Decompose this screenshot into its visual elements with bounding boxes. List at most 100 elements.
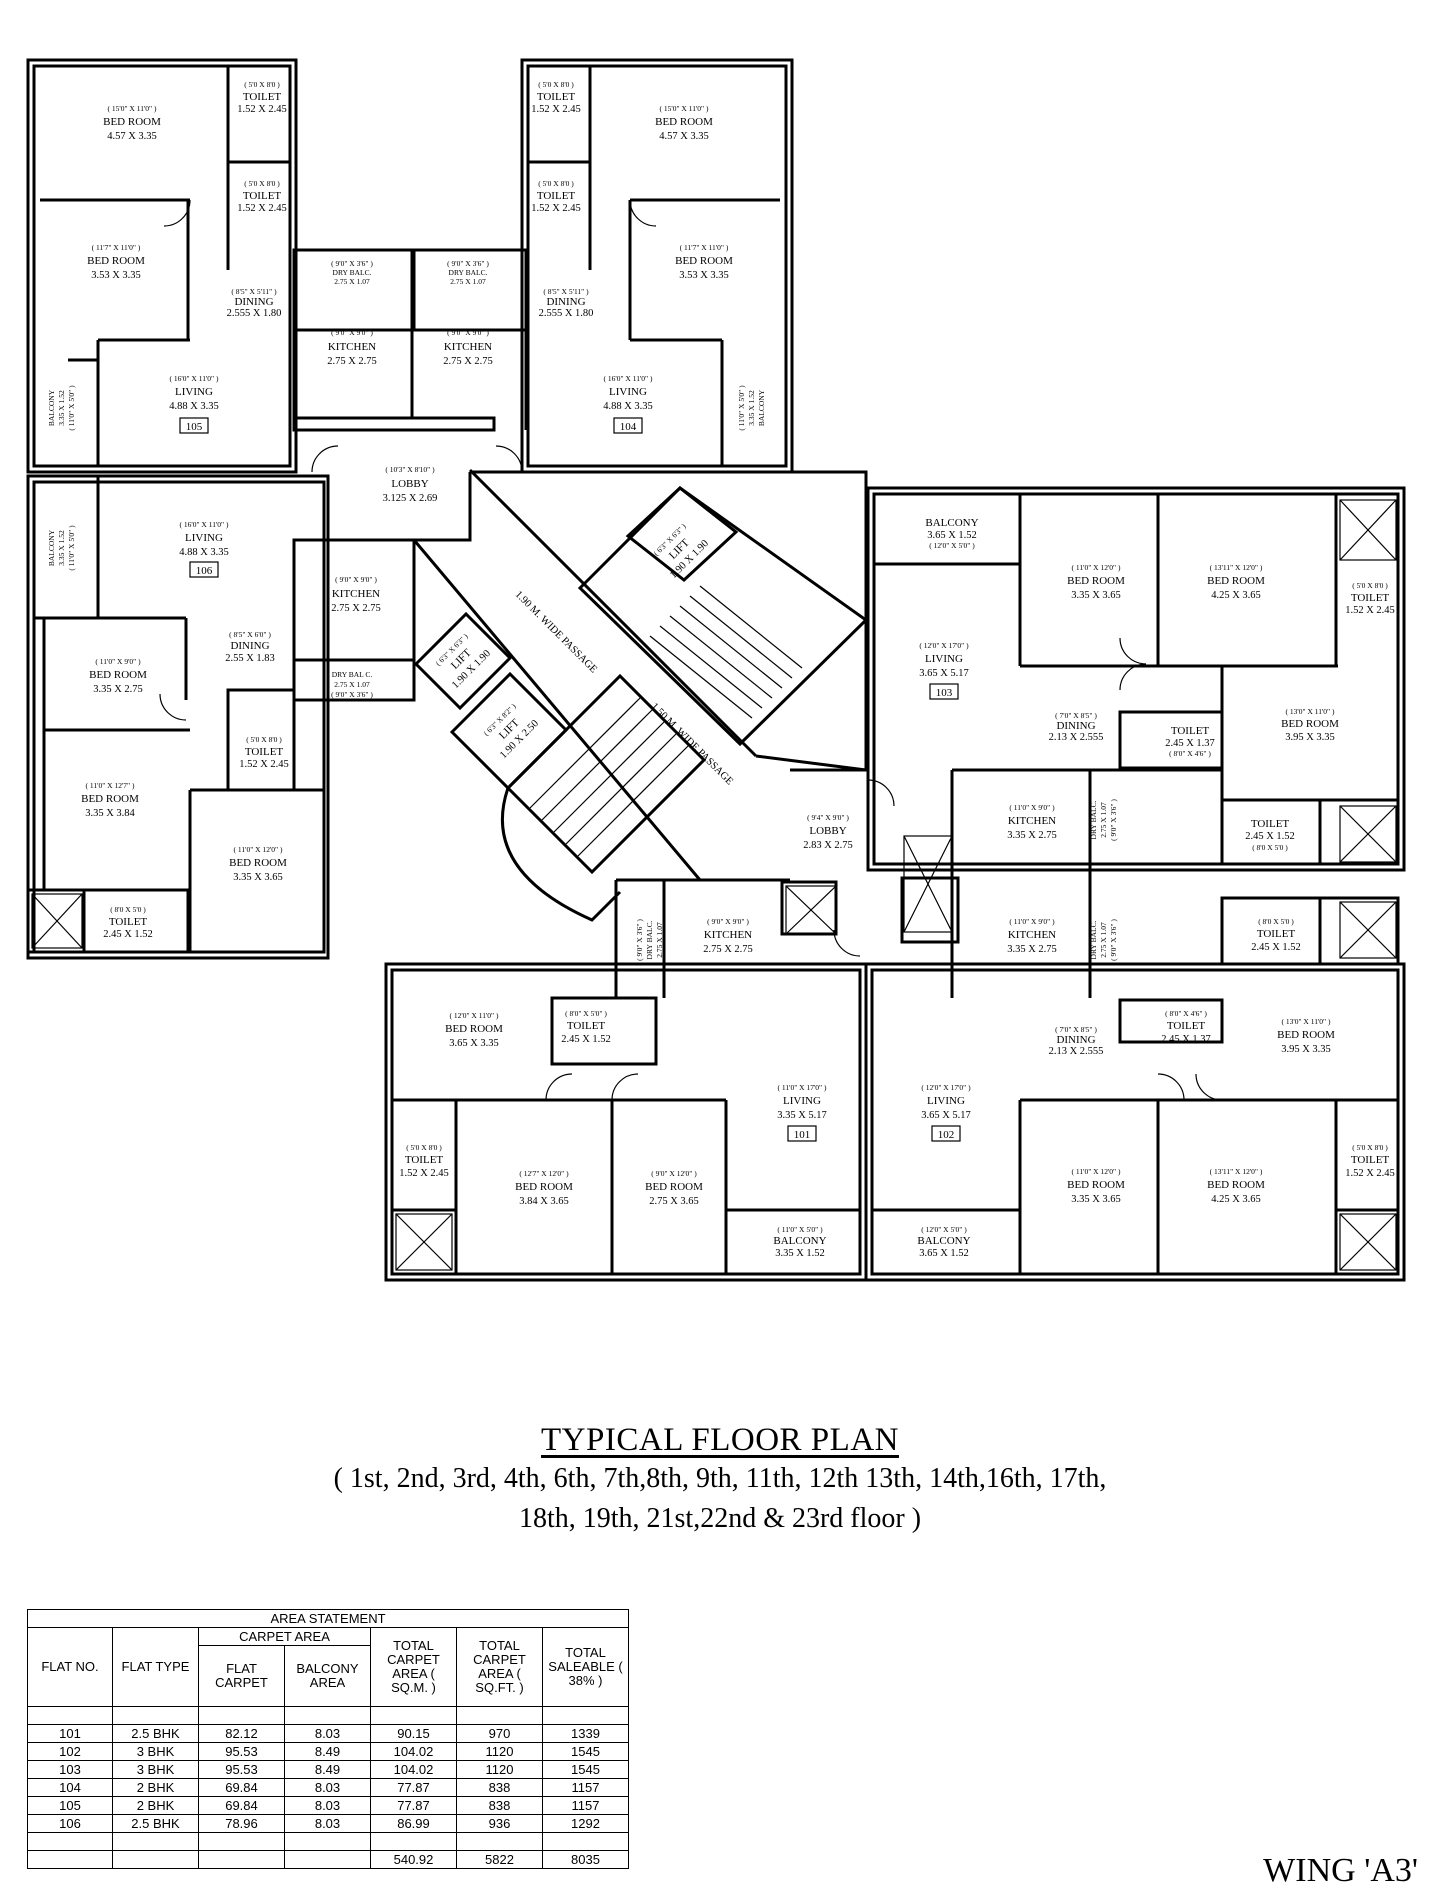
svg-text:3.35 X 3.65: 3.35 X 3.65 [233, 872, 283, 883]
svg-text:( 8'0 X 5'0 ): ( 8'0 X 5'0 ) [1258, 917, 1294, 926]
svg-text:DINING: DINING [1056, 720, 1095, 732]
svg-text:TOILET: TOILET [243, 91, 282, 103]
svg-text:106: 106 [196, 565, 213, 577]
room-label: ( 9'0" X 3'6" )DRY BALC.2.75 X 1.07 [331, 259, 373, 286]
svg-text:3.95 X 3.35: 3.95 X 3.35 [1281, 1044, 1331, 1055]
svg-text:1.52 X 2.45: 1.52 X 2.45 [399, 1168, 449, 1179]
svg-text:BED ROOM: BED ROOM [89, 669, 147, 681]
svg-text:DINING: DINING [1056, 1034, 1095, 1046]
area-statement-title: AREA STATEMENT [27, 1609, 629, 1628]
svg-text:2.75 X 2.75: 2.75 X 2.75 [331, 603, 381, 614]
walls-flat-106 [26, 474, 416, 960]
svg-text:BALCONY: BALCONY [925, 517, 978, 529]
svg-text:( 5'0 X 8'0 ): ( 5'0 X 8'0 ) [538, 179, 574, 188]
svg-text:( 15'0" X 11'0" ): ( 15'0" X 11'0" ) [108, 104, 157, 113]
svg-text:3.65 X 1.52: 3.65 X 1.52 [927, 530, 977, 541]
svg-text:BED ROOM: BED ROOM [655, 116, 713, 128]
svg-text:DRY BALC.: DRY BALC. [449, 268, 488, 277]
walls-flat-102 [864, 876, 1406, 1282]
floors-line-1: ( 1st, 2nd, 3rd, 4th, 6th, 7th,8th, 9th,… [333, 1463, 1107, 1494]
svg-text:3.125 X 2.69: 3.125 X 2.69 [383, 493, 438, 504]
svg-text:2.75 X 1.07: 2.75 X 1.07 [1099, 922, 1108, 958]
svg-text:BED ROOM: BED ROOM [229, 857, 287, 869]
header-total-carpet-sqm: TOTAL CARPET AREA ( SQ.M. ) [370, 1627, 457, 1707]
header-carpet-area: CARPET AREA [198, 1626, 371, 1647]
svg-text:( 5'0 X 8'0 ): ( 5'0 X 8'0 ) [246, 735, 282, 744]
svg-text:LIVING: LIVING [185, 532, 223, 544]
svg-text:( 9'0" X 9'0" ): ( 9'0" X 9'0" ) [447, 328, 489, 337]
svg-text:DRY BALC.: DRY BALC. [333, 268, 372, 277]
svg-text:DRY BALC.: DRY BALC. [1089, 800, 1098, 839]
svg-text:2.45 X 1.52: 2.45 X 1.52 [103, 929, 153, 940]
svg-text:LIVING: LIVING [783, 1095, 821, 1107]
svg-text:3.84 X 3.65: 3.84 X 3.65 [519, 1196, 569, 1207]
svg-text:DINING: DINING [230, 640, 269, 652]
svg-text:BALCONY: BALCONY [773, 1235, 826, 1247]
passage-label: 1.90 M. WIDE PASSAGE [513, 589, 599, 675]
svg-text:TOILET: TOILET [1171, 725, 1210, 737]
svg-text:( 11'0" X 12'7" ): ( 11'0" X 12'7" ) [86, 781, 135, 790]
passage-label: 1.50 M. WIDE PASSAGE [649, 701, 735, 787]
svg-text:( 9'0" X 9'0" ): ( 9'0" X 9'0" ) [707, 917, 749, 926]
svg-text:DRY BALC.: DRY BALC. [1089, 920, 1098, 959]
svg-text:( 11'0" X 9'0" ): ( 11'0" X 9'0" ) [1009, 917, 1055, 926]
svg-text:2.75 X 2.75: 2.75 X 2.75 [443, 356, 493, 367]
svg-text:103: 103 [936, 687, 953, 699]
svg-text:( 13'11" X 12'0" ): ( 13'11" X 12'0" ) [1210, 1167, 1263, 1176]
svg-text:KITCHEN: KITCHEN [332, 588, 380, 600]
svg-text:TOILET: TOILET [567, 1020, 606, 1032]
svg-text:3.65 X 5.17: 3.65 X 5.17 [921, 1110, 971, 1121]
svg-text:( 9'0" X 3'6" ): ( 9'0" X 3'6" ) [1109, 799, 1118, 841]
svg-text:BED ROOM: BED ROOM [81, 793, 139, 805]
svg-text:LIVING: LIVING [925, 653, 963, 665]
svg-text:3.35 X 2.75: 3.35 X 2.75 [93, 684, 143, 695]
svg-text:2.83 X 2.75: 2.83 X 2.75 [803, 840, 853, 851]
svg-text:1.52 X 2.45: 1.52 X 2.45 [531, 203, 581, 214]
svg-text:2.75 X 1.07: 2.75 X 1.07 [334, 277, 370, 286]
core-lobby-lifts-stairs [31, 199, 1397, 1271]
svg-text:3.35 X 5.17: 3.35 X 5.17 [777, 1110, 827, 1121]
svg-text:105: 105 [186, 421, 203, 433]
svg-text:TOILET: TOILET [537, 190, 576, 202]
svg-text:2.555 X 1.80: 2.555 X 1.80 [539, 308, 594, 319]
svg-text:102: 102 [938, 1129, 955, 1141]
svg-text:3.65 X 1.52: 3.65 X 1.52 [919, 1248, 969, 1259]
svg-text:( 9'0" X 3'6" ): ( 9'0" X 3'6" ) [447, 259, 489, 268]
svg-text:LIVING: LIVING [927, 1095, 965, 1107]
svg-text:( 9'0" X 9'0" ): ( 9'0" X 9'0" ) [331, 328, 373, 337]
svg-text:( 8'0" X 4'6" ): ( 8'0" X 4'6" ) [1165, 1009, 1207, 1018]
svg-text:2.45 X 1.37: 2.45 X 1.37 [1165, 738, 1215, 749]
svg-text:DRY BAL C.: DRY BAL C. [332, 670, 373, 679]
svg-text:( 9'0" X 3'6" ): ( 9'0" X 3'6" ) [635, 919, 644, 961]
header-balcony-area: BALCONY AREA [284, 1645, 371, 1707]
svg-text:( 9'0" X 9'0" ): ( 9'0" X 9'0" ) [335, 575, 377, 584]
flat-tag-101: 101 [787, 1125, 817, 1142]
svg-text:BALCONY: BALCONY [47, 389, 56, 426]
svg-text:2.45 X 1.52: 2.45 X 1.52 [1245, 831, 1295, 842]
svg-text:( 9'0" X 3'6" ): ( 9'0" X 3'6" ) [331, 690, 373, 699]
flat-tag-104: 104 [613, 417, 643, 434]
svg-text:( 12'0" X 11'0" ): ( 12'0" X 11'0" ) [450, 1011, 499, 1020]
svg-text:( 9'4" X 9'0" ): ( 9'4" X 9'0" ) [807, 813, 849, 822]
svg-text:DINING: DINING [546, 296, 585, 308]
svg-text:1.52 X 2.45: 1.52 X 2.45 [239, 759, 289, 770]
